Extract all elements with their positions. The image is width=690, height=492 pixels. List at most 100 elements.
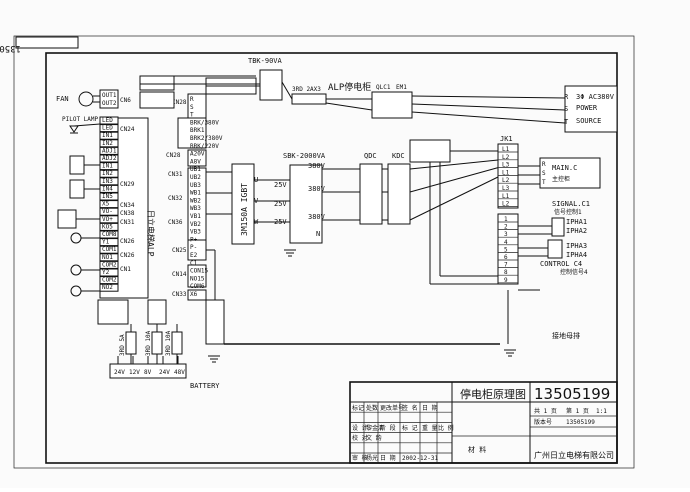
svg-text:N: N: [316, 230, 320, 238]
wire: [411, 95, 566, 99]
left-pin-box: [99, 200, 119, 209]
left-pin-label: IN1: [102, 132, 113, 139]
left-pin-box: [99, 238, 119, 247]
title-block-cell: 杨光: [366, 454, 378, 462]
left-pin-box: [99, 222, 119, 231]
wire: [411, 103, 566, 111]
alp-label: ALP停电柜: [328, 81, 371, 93]
left-pin-label: IN3: [102, 178, 113, 185]
fuse-10a-1-label: 3RD 10A: [145, 330, 152, 356]
battery-voltage: 8V: [144, 369, 152, 376]
mid-pin-label: UB3: [190, 182, 201, 189]
mid-pin-label: P-: [190, 244, 197, 251]
mid-pin-label: VB3: [190, 229, 201, 236]
connector-label: CN29: [120, 181, 135, 188]
contactor-qdc-label: QDC: [364, 152, 377, 160]
wiring: [76, 75, 566, 364]
left-pin-box: [99, 177, 119, 186]
cn1-pin: 4: [504, 239, 508, 246]
t2-tap-1: 25V: [274, 181, 287, 189]
material-label: 材 料: [468, 445, 486, 454]
main-c-box: [539, 157, 601, 189]
title-block-cell: 处数: [366, 404, 378, 412]
wire: [409, 176, 499, 221]
transformer-t1: [259, 69, 283, 101]
jk1-pin: L1: [502, 193, 510, 200]
title-block-cell: 日 期: [380, 454, 396, 462]
connector-label: CN32: [168, 195, 183, 202]
mid-pin-label: CON15: [190, 268, 208, 275]
fuse-5a-label: 3RD 5A: [119, 334, 126, 356]
power-source-line-1: 3Φ AC380V: [576, 93, 615, 101]
fuse-5a: [125, 331, 137, 355]
cn1-pin: 7: [504, 262, 508, 269]
mid-pin-label: S: [190, 104, 194, 111]
cn23-block: [139, 75, 175, 91]
title-block-cell: 文 韵: [366, 434, 382, 442]
left-pin-label: COM2: [102, 261, 117, 268]
scale-ratio: 1:1: [596, 408, 607, 415]
control-item-1: IPHA3: [566, 242, 587, 250]
drawing-number: 13505199: [534, 385, 610, 403]
fan-symbol: [78, 91, 94, 107]
fuse-10a-2: [171, 331, 183, 355]
left-pin-box: [99, 276, 119, 285]
contactor-kdc-label: KDC: [392, 152, 405, 160]
fuse-10a-2-label: 3RD 10A: [165, 330, 172, 356]
cn1-terminal-block: [497, 213, 519, 285]
left-pin-label: X5: [102, 201, 110, 208]
connector-label: CN31: [168, 171, 183, 178]
left-pin-box: [99, 139, 119, 148]
main-c-line-1: MAIN.C: [552, 164, 577, 172]
wire: [409, 159, 499, 170]
left-pin-label: ADJ1: [102, 147, 117, 154]
pilot-lamp-label: PILOT LAMP: [62, 116, 99, 123]
connector-label: CN28: [166, 152, 181, 159]
jk1-pin: L1: [502, 146, 510, 153]
mid-pin-label: UB2: [190, 174, 201, 181]
fan-label: FAN: [56, 95, 69, 103]
wire: [409, 167, 499, 193]
t2-out-1: 380V: [308, 162, 326, 170]
t2-tap-2: 25V: [274, 200, 287, 208]
title-block-cell: 标 记: [402, 424, 418, 432]
t2-out-2: 380V: [308, 185, 326, 193]
left-pin-label: Y2: [102, 269, 110, 276]
signal-item-1: IPHA1: [566, 218, 587, 226]
title-block-cell: 标记: [352, 404, 364, 412]
ps-terminal-s: S: [564, 105, 568, 113]
wire: [281, 81, 293, 100]
contactor-kdc: [387, 163, 411, 225]
pilot-lamp-led: [69, 125, 79, 133]
wire: [325, 102, 373, 111]
left-pin-box: [99, 116, 119, 125]
connector-label: CN38: [120, 210, 135, 217]
terminal-block-81: [57, 209, 77, 229]
left-pin-box: [99, 260, 119, 269]
jk1-pin: L2: [502, 201, 510, 208]
left-pin-label: IN4: [102, 185, 113, 192]
cn22-block: [139, 91, 175, 109]
cn6-block: [99, 89, 119, 109]
connector-label: CN24: [120, 126, 135, 133]
mid-pin-label: BRK2/380V: [190, 135, 223, 142]
left-pin-label: Y1: [102, 239, 110, 246]
jk1-pin: L1: [502, 169, 510, 176]
left-pin-box: [99, 268, 119, 277]
ps-terminal-r: R: [564, 93, 569, 101]
title-block-cell: 日 期: [422, 404, 438, 412]
jk1-pin: L3: [502, 162, 510, 169]
company-name: 广州日立电梯有限公司: [534, 450, 614, 460]
connector-label: CN14: [172, 271, 187, 278]
main-c-terminal-s: S: [542, 170, 546, 177]
relay-coil-1: [70, 232, 82, 244]
transformer-t2-label: SBK-2000VA: [283, 152, 326, 160]
t2-out-3: 380V: [308, 213, 326, 221]
cn1-pin: 6: [504, 254, 508, 261]
mid-pin-label: BRK/220V: [190, 143, 219, 150]
power-source-line-3: SOURCE: [576, 117, 601, 125]
battery-voltage: 48V: [174, 369, 185, 376]
